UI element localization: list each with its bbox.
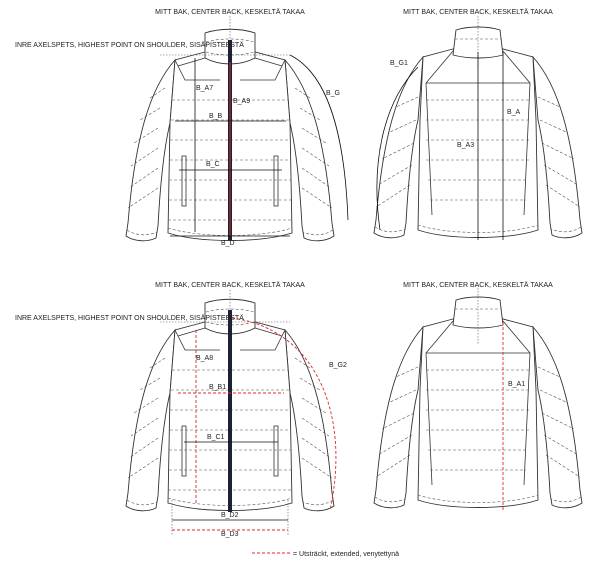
- legend: = Utsträckt, extended, venytettynä: [252, 551, 399, 558]
- center-back-label: MITT BAK, CENTER BACK, KESKELTÄ TAKAA: [155, 8, 305, 16]
- label-b-b1: B_B1: [209, 384, 226, 391]
- zipper: [228, 310, 232, 512]
- front-jacket-top: B_A7 B_A9 B_G B_B B_C B_D MITT BAK, CENT…: [15, 8, 349, 247]
- label-b-a8: B_A8: [196, 355, 213, 362]
- shoulder-point-label-2: INRE AXELSPETS, HIGHEST POINT ON SHOULDE…: [15, 314, 244, 322]
- label-b-g: B_G: [326, 90, 340, 97]
- shoulder-point-label: INRE AXELSPETS, HIGHEST POINT ON SHOULDE…: [15, 41, 244, 49]
- label-b-a: B_A: [507, 109, 521, 116]
- label-b-b: B_B: [209, 113, 223, 120]
- back-jacket-top: B_G1 B_A B_A3 MITT BAK, CENTER BACK, KES…: [373, 8, 583, 240]
- center-back-label-back-2: MITT BAK, CENTER BACK, KESKELTÄ TAKAA: [403, 281, 553, 289]
- legend-extended-label: = Utsträckt, extended, venytettynä: [293, 551, 399, 558]
- label-b-d3: B_D3: [221, 531, 239, 538]
- label-b-a9: B_A9: [233, 98, 250, 105]
- label-b-c1: B_C1: [207, 434, 225, 441]
- label-b-a1: B_A1: [508, 381, 525, 388]
- label-b-a3: B_A3: [457, 142, 474, 149]
- label-b-d2: B_D2: [221, 512, 239, 519]
- label-b-a7: B_A7: [196, 85, 213, 92]
- label-b-g2: B_G2: [329, 362, 347, 369]
- center-back-label-2: MITT BAK, CENTER BACK, KESKELTÄ TAKAA: [155, 281, 305, 289]
- front-jacket-bottom: B_A8 B_G2 B_B1 B_C1 B_D2 B_D3 MITT BAK, …: [15, 281, 347, 538]
- label-b-c: B_C: [206, 161, 220, 168]
- center-back-label-back: MITT BAK, CENTER BACK, KESKELTÄ TAKAA: [403, 8, 553, 16]
- back-jacket-bottom: B_A1 MITT BAK, CENTER BACK, KESKELTÄ TAK…: [373, 281, 583, 512]
- label-b-d: B_D: [221, 240, 235, 247]
- label-b-g1: B_G1: [390, 60, 408, 67]
